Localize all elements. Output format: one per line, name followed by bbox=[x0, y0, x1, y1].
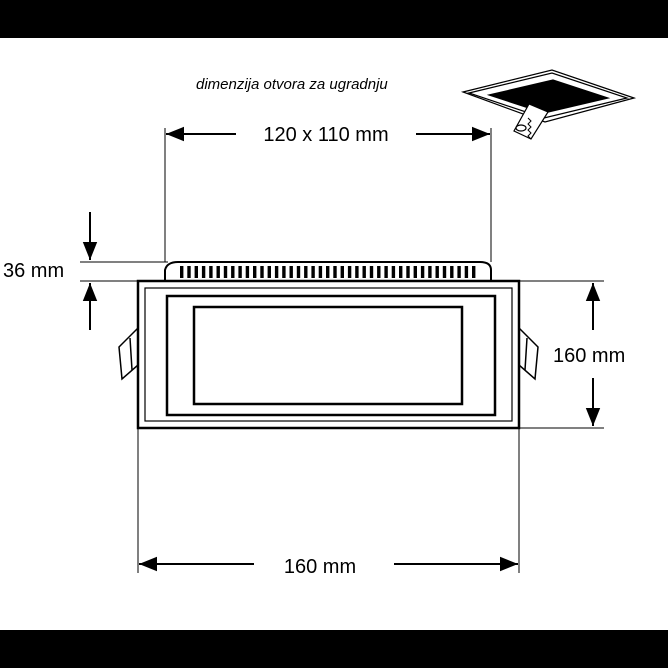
heat-sink-fin bbox=[362, 266, 366, 278]
heat-sink-fin bbox=[333, 266, 337, 278]
heat-sink-fin bbox=[340, 266, 344, 278]
heat-sink-fin bbox=[267, 266, 271, 278]
heat-sink-fin bbox=[399, 266, 403, 278]
heat-sink-fin bbox=[450, 266, 454, 278]
heat-sink-fin bbox=[464, 266, 469, 278]
heat-sink-fin bbox=[428, 266, 432, 278]
heat-sink-fin bbox=[457, 266, 461, 278]
height-dimension-label: 36 mm bbox=[3, 260, 64, 282]
side-dimension-label: 160 mm bbox=[553, 345, 625, 367]
heat-sink-fin bbox=[377, 266, 381, 278]
heat-sink-fin bbox=[391, 266, 396, 278]
cutout-illustration bbox=[460, 69, 637, 140]
heat-sink-fin bbox=[435, 266, 439, 278]
bottom-dimension-label: 160 mm bbox=[284, 556, 356, 578]
heat-sink-fin bbox=[194, 266, 198, 278]
heat-sink-fin bbox=[282, 266, 286, 278]
heat-sink-fin bbox=[355, 266, 359, 278]
heat-sink-fin bbox=[420, 266, 425, 278]
heat-sink-fin bbox=[231, 266, 235, 278]
bottom-black-bar bbox=[0, 630, 668, 668]
heat-sink-fin bbox=[442, 266, 447, 278]
saw-icon bbox=[513, 103, 549, 140]
heat-sink-fin bbox=[245, 266, 250, 278]
heat-sink-fin bbox=[238, 266, 242, 278]
heat-sink-fin bbox=[406, 266, 410, 278]
heat-sink-fin bbox=[296, 266, 301, 278]
heat-sink-fin bbox=[180, 266, 184, 278]
heat-sink-fin bbox=[318, 266, 323, 278]
heat-sink-fin bbox=[201, 266, 206, 278]
cutout-dimension: 120 x 110 mm bbox=[164, 124, 492, 262]
panel-front bbox=[136, 279, 521, 430]
heat-sink bbox=[164, 261, 492, 282]
heat-sink-fin bbox=[289, 266, 293, 278]
heat-sink-fin bbox=[347, 266, 352, 278]
heat-sink-fin bbox=[209, 266, 213, 278]
heat-sink-fin bbox=[326, 266, 330, 278]
heat-sink-fin bbox=[413, 266, 417, 278]
heat-sink-fin bbox=[384, 266, 388, 278]
heat-sink-fin bbox=[253, 266, 257, 278]
heat-sink-fin bbox=[369, 266, 374, 278]
top-black-bar bbox=[0, 0, 668, 38]
side-dimension: 160 mm bbox=[519, 280, 625, 429]
heat-sink-fin bbox=[216, 266, 220, 278]
heat-sink-fin bbox=[187, 266, 191, 278]
height-dimension: 36 mm bbox=[3, 212, 168, 330]
heat-sink-fin bbox=[304, 266, 308, 278]
cutout-dimension-label: 120 x 110 mm bbox=[263, 124, 388, 146]
heat-sink-fin bbox=[311, 266, 315, 278]
spring-clip-right bbox=[518, 326, 539, 381]
heat-sink-fin bbox=[223, 266, 228, 278]
heat-sink-fin bbox=[260, 266, 264, 278]
heat-sink-fin bbox=[274, 266, 279, 278]
heat-sink-fin bbox=[472, 266, 476, 278]
bottom-dimension: 160 mm bbox=[137, 428, 520, 578]
cutout-caption: dimenzija otvora za ugradnju bbox=[196, 76, 388, 93]
spring-clip-left bbox=[118, 326, 139, 381]
